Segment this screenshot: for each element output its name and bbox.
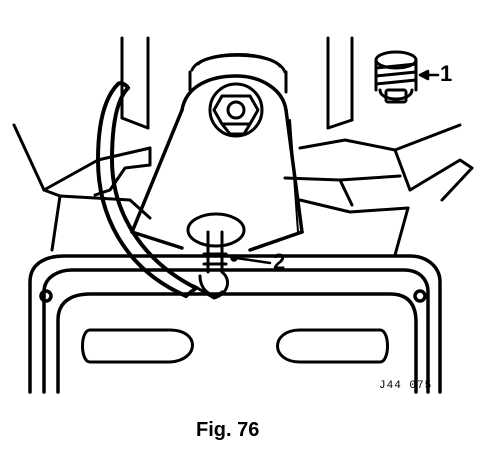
frame-posts	[120, 36, 354, 130]
pulley-boss	[188, 53, 288, 94]
figure-caption: Fig. 76	[196, 419, 260, 441]
bracket-bolt	[208, 82, 264, 138]
mounting-bracket	[130, 74, 304, 252]
callout-2-label: 2	[273, 249, 286, 274]
callout-1-label: 1	[440, 61, 453, 86]
lower-housing	[28, 254, 442, 394]
figure-reference-code: J44 075	[379, 380, 433, 392]
threaded-plug	[374, 50, 418, 104]
leader-lines	[230, 69, 440, 265]
cross-member	[12, 123, 474, 257]
bracket-hole	[186, 212, 246, 248]
